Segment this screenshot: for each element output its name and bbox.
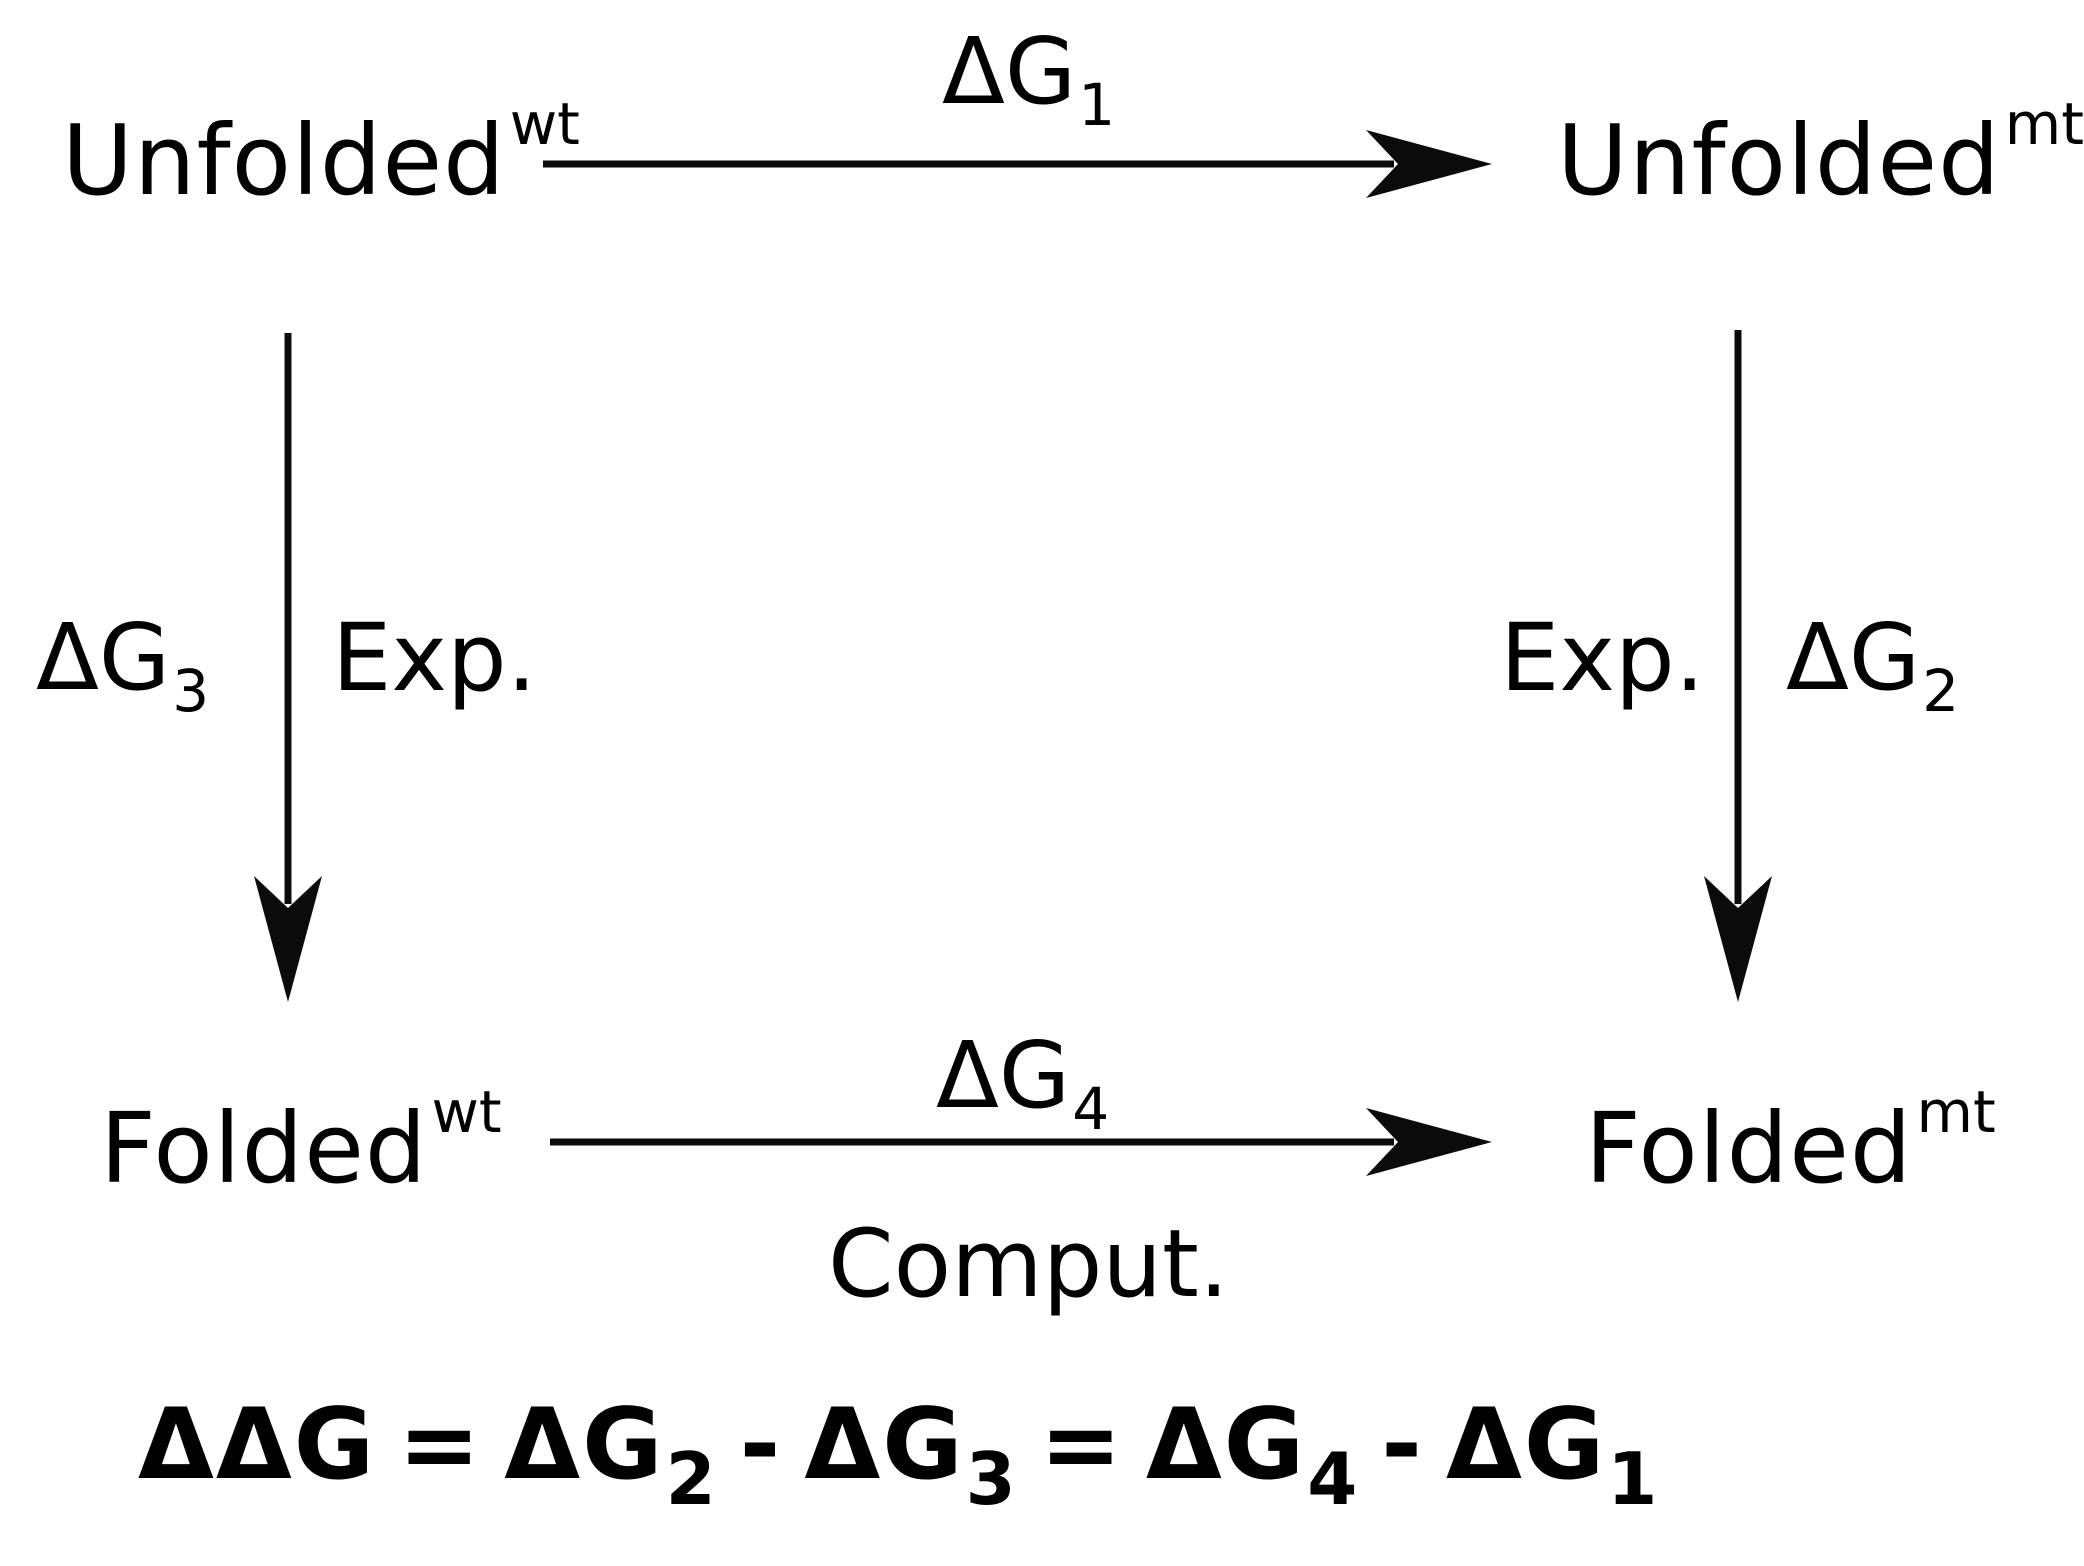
delta-g-subscript: 4 bbox=[1072, 1075, 1110, 1143]
node-unfolded-mt: Unfoldedmt bbox=[1557, 95, 2084, 209]
label-experimental-right: Exp. bbox=[1500, 604, 1705, 713]
delta-g-base: ΔG bbox=[936, 1022, 1071, 1129]
node-folded-mt: Foldedmt bbox=[1585, 1083, 1996, 1197]
arrow-unfolded-mt-to-folded-mt bbox=[1704, 330, 1772, 1002]
node-superscript: wt bbox=[509, 90, 580, 158]
node-folded-wt: Foldedwt bbox=[100, 1083, 502, 1197]
label-delta-g4: ΔG4 bbox=[936, 1030, 1109, 1139]
minus-sign: - bbox=[739, 1388, 783, 1502]
delta-g-subscript: 3 bbox=[172, 657, 210, 725]
arrowhead-down-icon bbox=[254, 876, 322, 1002]
delta-g-subscript: 1 bbox=[1078, 71, 1116, 139]
arrow-unfolded-wt-to-unfolded-mt bbox=[543, 130, 1492, 198]
label-delta-g2: ΔG2 bbox=[1786, 612, 1959, 721]
equation-term-subscript: 2 bbox=[665, 1437, 718, 1521]
equation-term: ΔG bbox=[1145, 1388, 1307, 1502]
delta-g-base: ΔG bbox=[942, 18, 1077, 125]
arrowhead-down-icon bbox=[1704, 876, 1772, 1002]
arrowhead-right-icon bbox=[1366, 1108, 1492, 1176]
equation-term-subscript: 1 bbox=[1607, 1437, 1660, 1521]
equation-term: ΔG bbox=[804, 1388, 965, 1502]
equation-term-subscript: 3 bbox=[965, 1437, 1018, 1521]
node-label: Unfolded bbox=[62, 104, 506, 217]
equals-sign: = bbox=[398, 1388, 483, 1502]
label-experimental-left: Exp. bbox=[332, 604, 537, 713]
delta-g-subscript: 2 bbox=[1922, 657, 1960, 725]
minus-sign: - bbox=[1381, 1388, 1424, 1502]
arrow-folded-wt-to-folded-mt bbox=[550, 1108, 1492, 1176]
equation-lhs: ΔΔG bbox=[138, 1388, 377, 1502]
ddg-equation: ΔΔG=ΔG2-ΔG3=ΔG4-ΔG1 bbox=[138, 1396, 1659, 1515]
equals-sign: = bbox=[1039, 1388, 1124, 1502]
equation-term: ΔG bbox=[504, 1388, 665, 1502]
label-delta-g3: ΔG3 bbox=[36, 612, 209, 721]
node-superscript: mt bbox=[2004, 90, 2084, 158]
node-label: Unfolded bbox=[1557, 104, 2001, 217]
equation-term: ΔG bbox=[1445, 1388, 1607, 1502]
node-superscript: wt bbox=[431, 1078, 502, 1146]
arrowhead-right-icon bbox=[1366, 130, 1492, 198]
arrow-unfolded-wt-to-folded-wt bbox=[254, 333, 322, 1002]
node-superscript: mt bbox=[1916, 1078, 1996, 1146]
node-unfolded-wt: Unfoldedwt bbox=[62, 95, 580, 209]
node-label: Folded bbox=[100, 1092, 428, 1205]
equation-term-subscript: 4 bbox=[1307, 1437, 1360, 1521]
label-computational: Comput. bbox=[828, 1210, 1229, 1319]
node-label: Folded bbox=[1585, 1092, 1913, 1205]
delta-g-base: ΔG bbox=[36, 604, 171, 711]
delta-g-base: ΔG bbox=[1786, 604, 1921, 711]
label-delta-g1: ΔG1 bbox=[942, 26, 1115, 135]
